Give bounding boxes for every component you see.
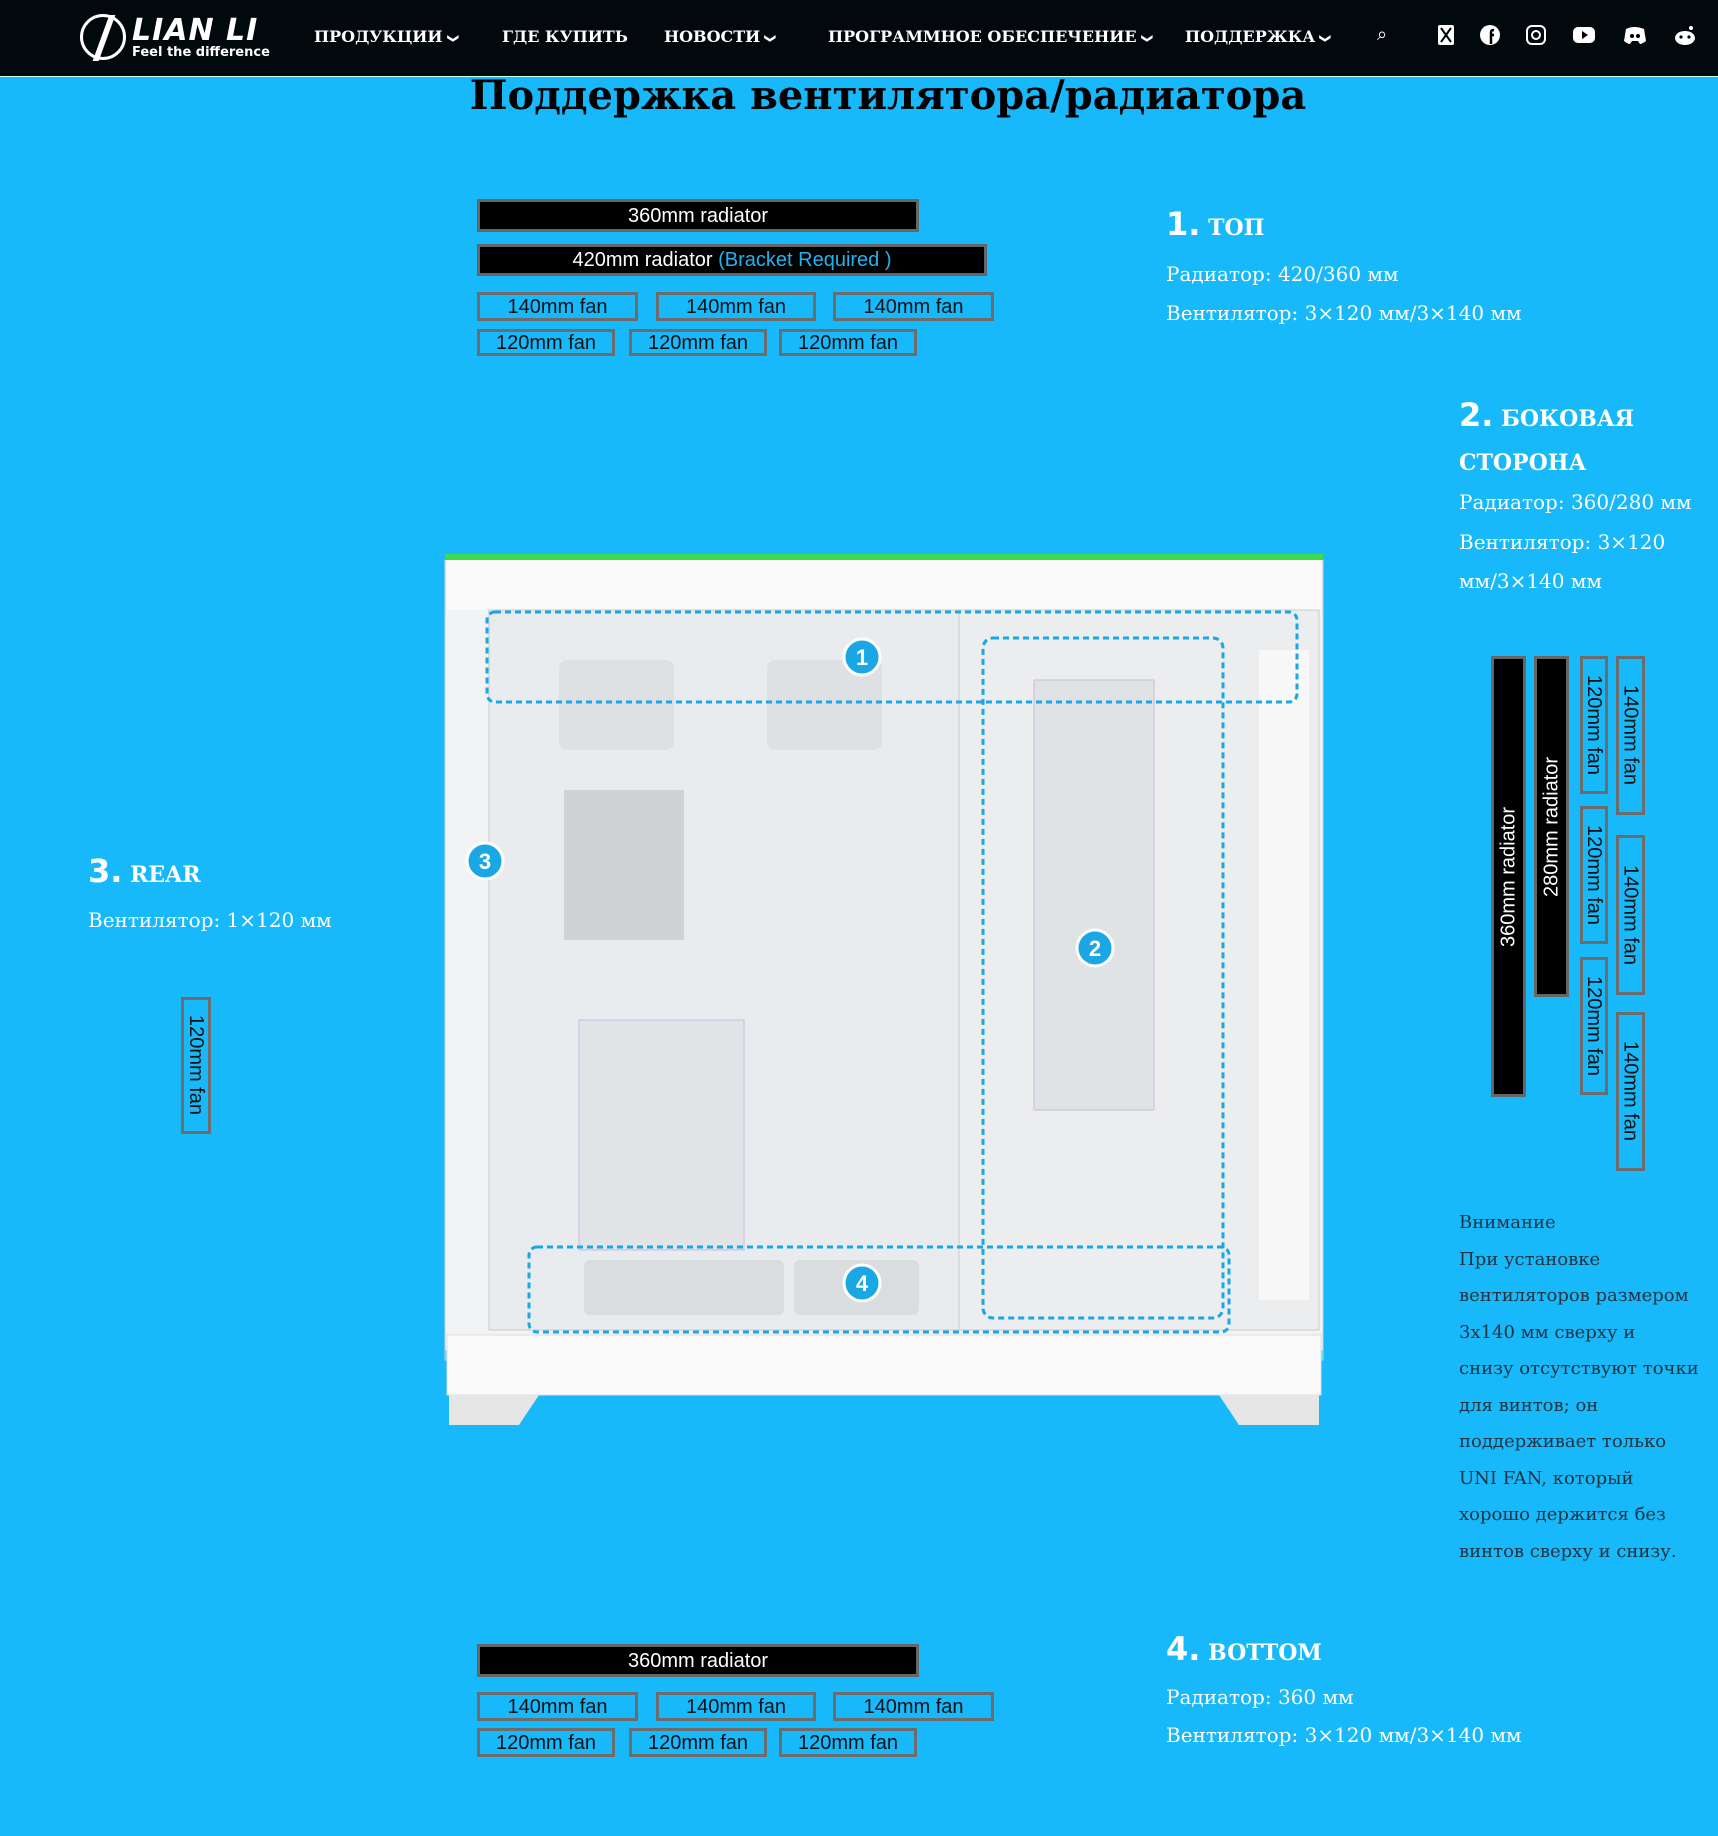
nav-label: НОВОСТИ xyxy=(664,27,761,46)
section-name: BOTTOM xyxy=(1208,1640,1322,1666)
bottom-120-fan-label: 120mm fan xyxy=(629,1728,767,1757)
page-title: Поддержка вентилятора/радиатора xyxy=(469,72,1307,119)
top-420-radiator-label: 420mm radiator (Bracket Required ) xyxy=(477,244,987,276)
section-top-heading: 1. ТОП xyxy=(1166,205,1264,243)
section-number: 3. xyxy=(88,852,123,890)
x-icon[interactable] xyxy=(1435,24,1457,46)
rear-120-fan-label: 120mm fan xyxy=(181,997,211,1134)
pc-case-diagram: 1 2 3 4 xyxy=(444,554,1324,1425)
radiator-text: 420mm radiator xyxy=(572,249,713,271)
bottom-140-fan-label: 140mm fan xyxy=(833,1692,994,1721)
logo-text: LIAN LI xyxy=(132,12,259,48)
chevron-down-icon: ❯ xyxy=(1140,33,1154,44)
note-line: При установке xyxy=(1459,1248,1601,1270)
side-fan-spec-line2: мм/3×140 мм xyxy=(1459,569,1602,593)
section-name: ТОП xyxy=(1208,215,1265,241)
side-280-radiator-label: 280mm radiator xyxy=(1534,656,1569,997)
top-120-fan-label: 120mm fan xyxy=(629,329,767,356)
bracket-required-note: (Bracket Required ) xyxy=(718,249,892,271)
discord-icon[interactable] xyxy=(1623,24,1646,46)
svg-text:1: 1 xyxy=(856,645,868,670)
section-side-heading-line2: СТОРОНА xyxy=(1459,450,1587,476)
note-line: UNI FAN, который xyxy=(1459,1467,1634,1489)
bottom-120-fan-label: 120mm fan xyxy=(477,1728,615,1757)
nav-where-to-buy[interactable]: ГДЕ КУПИТЬ xyxy=(502,27,628,46)
top-360-radiator-label: 360mm radiator xyxy=(477,199,919,232)
bottom-fan-spec: Вентилятор: 3×120 мм/3×140 мм xyxy=(1166,1723,1522,1747)
section-number: 2. xyxy=(1459,396,1494,434)
facebook-icon[interactable] xyxy=(1479,24,1501,46)
top-140-fan-label: 140mm fan xyxy=(833,292,994,321)
section-bottom-heading: 4. BOTTOM xyxy=(1166,1630,1322,1668)
marker-1: 1 xyxy=(842,637,882,677)
note-line: поддерживает только xyxy=(1459,1431,1667,1452)
nav-label: ПРОГРАММНОЕ ОБЕСПЕЧЕНИЕ xyxy=(828,27,1137,46)
nav-support[interactable]: ПОДДЕРЖКА❯ xyxy=(1185,27,1333,46)
note-line: 3x140 мм сверху и xyxy=(1459,1321,1636,1343)
rear-fan-spec: Вентилятор: 1×120 мм xyxy=(88,908,332,932)
side-120-fan-label: 120mm fan xyxy=(1580,806,1608,944)
top-140-fan-label: 140mm fan xyxy=(656,292,816,321)
zone-bottom-outline xyxy=(527,1245,1231,1334)
top-120-fan-label: 120mm fan xyxy=(779,329,917,356)
installation-note: Внимание При установке вентиляторов разм… xyxy=(1459,1205,1699,1570)
chevron-down-icon: ❯ xyxy=(764,33,778,44)
bottom-140-fan-label: 140mm fan xyxy=(477,1692,638,1721)
chevron-down-icon: ❯ xyxy=(446,33,460,44)
section-number: 1. xyxy=(1166,205,1201,243)
nav-news[interactable]: НОВОСТИ❯ xyxy=(664,27,778,46)
side-120-fan-label: 120mm fan xyxy=(1580,957,1608,1095)
top-radiator-spec: Радиатор: 420/360 мм xyxy=(1166,262,1399,286)
side-360-radiator-label: 360mm radiator xyxy=(1491,656,1526,1097)
note-line: вентиляторов размером xyxy=(1459,1285,1689,1306)
top-140-fan-label: 140mm fan xyxy=(477,292,638,321)
logo-tagline: Feel the difference xyxy=(132,44,270,60)
chevron-down-icon: ❯ xyxy=(1319,33,1333,44)
marker-3: 3 xyxy=(465,841,505,881)
nav-products[interactable]: ПРОДУКЦИИ❯ xyxy=(314,27,460,46)
bottom-120-fan-label: 120mm fan xyxy=(779,1728,917,1757)
note-line: снизу отсутствуют точки xyxy=(1459,1358,1699,1379)
section-rear-heading: 3. REAR xyxy=(88,852,201,890)
instagram-icon[interactable] xyxy=(1525,24,1547,46)
bottom-radiator-spec: Радиатор: 360 мм xyxy=(1166,1685,1354,1709)
section-name: REAR xyxy=(130,862,201,888)
logo-mark-icon xyxy=(80,14,126,60)
section-number: 4. xyxy=(1166,1630,1201,1668)
top-fan-spec: Вентилятор: 3×120 мм/3×140 мм xyxy=(1166,301,1522,325)
section-side-heading: 2. БОКОВАЯ xyxy=(1459,396,1634,434)
nav-label: ГДЕ КУПИТЬ xyxy=(502,27,628,46)
side-140-fan-label: 140mm fan xyxy=(1616,1012,1645,1171)
svg-text:3: 3 xyxy=(479,849,491,874)
bottom-140-fan-label: 140mm fan xyxy=(656,1692,816,1721)
top-120-fan-label: 120mm fan xyxy=(477,329,615,356)
note-line: Внимание xyxy=(1459,1212,1556,1233)
note-line: хорошо держится без xyxy=(1459,1504,1666,1525)
note-line: для винтов; он xyxy=(1459,1394,1599,1416)
reddit-icon[interactable] xyxy=(1673,24,1695,46)
nav-label: ПОДДЕРЖКА xyxy=(1185,27,1316,46)
zone-side-outline xyxy=(981,636,1225,1320)
section-name: БОКОВАЯ xyxy=(1501,406,1635,432)
side-fan-spec: Вентилятор: 3×120 xyxy=(1459,530,1666,554)
side-140-fan-label: 140mm fan xyxy=(1616,656,1645,815)
svg-text:4: 4 xyxy=(856,1271,869,1296)
search-icon[interactable]: ⌕ xyxy=(1376,24,1388,45)
zone-top-outline xyxy=(485,610,1299,704)
nav-software[interactable]: ПРОГРАММНОЕ ОБЕСПЕЧЕНИЕ❯ xyxy=(828,27,1154,46)
youtube-icon[interactable] xyxy=(1572,24,1595,46)
svg-text:2: 2 xyxy=(1089,936,1101,961)
side-radiator-spec: Радиатор: 360/280 мм xyxy=(1459,490,1692,514)
nav-label: ПРОДУКЦИИ xyxy=(314,27,443,46)
bottom-360-radiator-label: 360mm radiator xyxy=(477,1644,919,1677)
marker-4: 4 xyxy=(842,1263,882,1303)
note-line: винтов сверху и снизу. xyxy=(1459,1540,1677,1562)
side-140-fan-label: 140mm fan xyxy=(1616,835,1645,995)
marker-2: 2 xyxy=(1075,928,1115,968)
side-120-fan-label: 120mm fan xyxy=(1580,656,1608,794)
